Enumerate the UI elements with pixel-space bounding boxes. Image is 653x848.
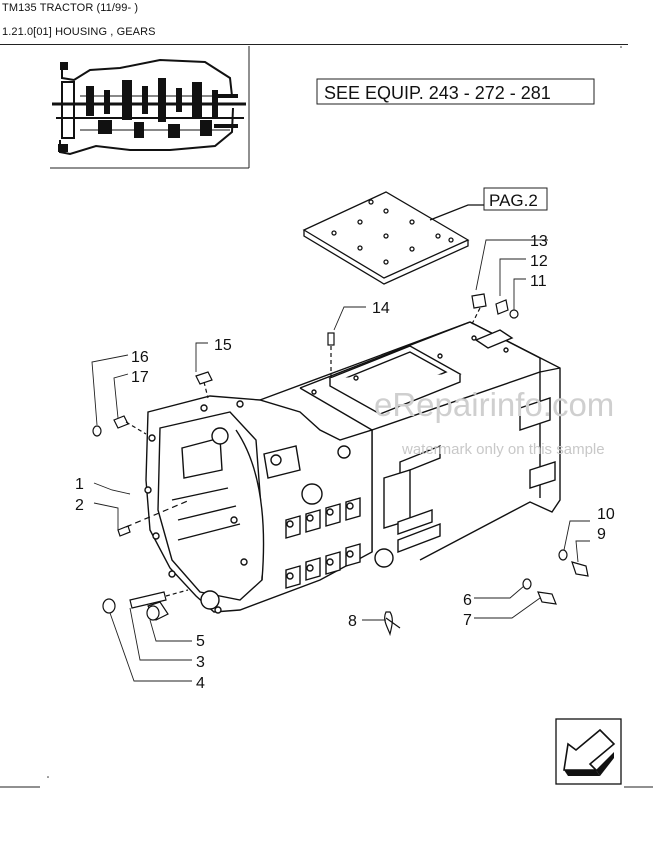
callout-13: 13 (530, 233, 548, 250)
callout-14: 14 (372, 300, 390, 317)
see-equipment-box: SEE EQUIP. 243 - 272 - 281 (316, 78, 595, 105)
callout-4: 4 (196, 675, 205, 692)
page-reference-box[interactable]: PAG.2 (483, 187, 548, 211)
part-screw-15 (195, 371, 213, 399)
transmission-housing (144, 321, 561, 614)
part-bush-5 (146, 601, 169, 621)
part-pin-2 (117, 499, 191, 537)
see-equipment-text: SEE EQUIP. 243 - 272 - 281 (324, 83, 551, 103)
page-reference-text: PAG.2 (489, 191, 538, 210)
callout-17: 17 (131, 369, 149, 386)
page-title: TM135 TRACTOR (11/99- ) (2, 2, 139, 14)
arrow-nav-icon[interactable] (555, 718, 622, 785)
part-split-pin-8 (384, 611, 401, 637)
callout-7: 7 (463, 612, 472, 629)
part-washer-4 (102, 598, 116, 614)
watermark-site: eRepairinfo.com (374, 386, 614, 423)
callout-11: 11 (530, 273, 547, 290)
watermark: eRepairinfo.com watermark only on this s… (374, 386, 614, 458)
leader-lines (91, 239, 590, 682)
callout-6: 6 (463, 592, 472, 609)
callout-8: 8 (348, 613, 357, 630)
watermark-note: watermark only on this sample (401, 441, 605, 458)
part-13-11 (471, 293, 519, 325)
part-screw-16-17 (92, 415, 147, 437)
corner-mark (47, 776, 49, 778)
part-9-10 (558, 549, 589, 577)
callout-1: 1 (75, 476, 84, 493)
section-title: 1.21.0[01] HOUSING , GEARS (2, 26, 156, 38)
corner-mark (620, 46, 622, 48)
callout-12: 12 (530, 253, 548, 270)
callout-labels: 1 2 3 4 5 6 7 8 9 10 11 12 13 14 15 16 1… (75, 233, 615, 692)
callout-10: 10 (597, 506, 615, 523)
callout-3: 3 (196, 654, 205, 671)
cover-plate (302, 191, 484, 285)
callout-15: 15 (214, 337, 232, 354)
transmission-thumbnail[interactable] (50, 46, 250, 169)
callout-5: 5 (196, 633, 205, 650)
header-rule (0, 44, 628, 45)
part-6-7 (522, 578, 557, 605)
part-dowel-3 (129, 589, 189, 609)
callout-16: 16 (131, 349, 149, 366)
part-pin-14 (327, 332, 335, 378)
callout-9: 9 (597, 526, 606, 543)
callout-2: 2 (75, 497, 84, 514)
